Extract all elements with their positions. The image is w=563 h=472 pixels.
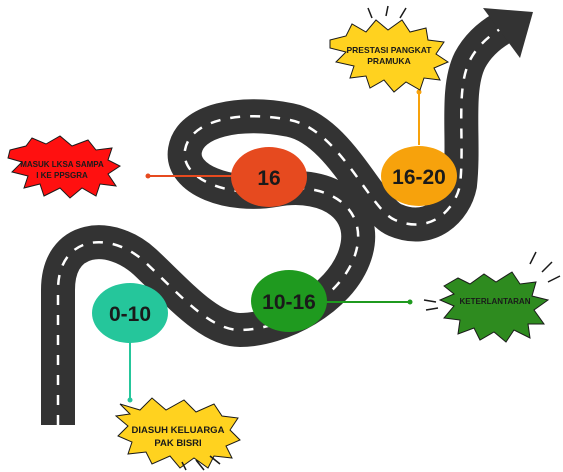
callouts: DIASUH KELUARGA PAK BISRI KETERLANTARAN	[7, 5, 561, 471]
milestone-10-16: 10-16	[251, 270, 327, 332]
callout-keterlantaran-burst	[438, 271, 550, 343]
milestone-0-10: 0-10	[92, 283, 168, 343]
callout-masuk-line1: MASUK LKSA SAMPA	[20, 160, 104, 169]
milestone-16-20-circle	[381, 146, 457, 206]
milestone-16-circle	[231, 147, 307, 207]
callout-prestasi-spikes	[367, 5, 407, 19]
milestone-0-10-circle	[92, 283, 168, 343]
milestone-16: 16	[231, 147, 307, 207]
milestone-16-20: 16-20	[381, 146, 457, 206]
callout-prestasi-line1: PRESTASI PANGKAT	[346, 45, 432, 55]
road-arrow-head	[483, 8, 533, 58]
callout-diasuh-spikes	[181, 455, 221, 471]
callout-diasuh-line1: DIASUH KELUARGA	[132, 425, 225, 436]
milestone-10-16-label: 10-16	[262, 291, 316, 314]
callout-keterlantaran-spikes	[423, 251, 561, 311]
callout-diasuh-burst	[114, 397, 241, 469]
callout-masuk: MASUK LKSA SAMPA I KE PPSGRA	[7, 135, 121, 199]
callout-prestasi-burst	[329, 19, 450, 93]
callout-masuk-burst	[7, 135, 121, 199]
callout-diasuh-line2: PAK BISRI	[154, 438, 201, 449]
callout-prestasi: PRESTASI PANGKAT PRAMUKA	[329, 5, 450, 93]
connector-10-16-dot	[407, 299, 413, 305]
connectors	[127, 89, 422, 403]
milestones: 0-10 10-16 16 16-20	[92, 146, 457, 343]
connector-16-20-dot	[416, 89, 422, 95]
road-surface	[41, 13, 511, 425]
milestone-16-20-label: 16-20	[392, 166, 446, 189]
connector-16-dot	[145, 173, 151, 179]
milestone-0-10-label: 0-10	[109, 303, 151, 326]
callout-keterlantaran-line1: KETERLANTARAN	[460, 297, 531, 306]
milestone-16-label: 16	[257, 167, 280, 190]
callout-keterlantaran: KETERLANTARAN	[423, 251, 561, 343]
winding-road	[41, 8, 533, 425]
callout-prestasi-line2: PRAMUKA	[367, 56, 410, 66]
road-center-dashes	[56, 26, 503, 425]
callout-diasuh: DIASUH KELUARGA PAK BISRI	[114, 397, 241, 471]
milestone-10-16-circle	[251, 270, 327, 332]
callout-masuk-line2: I KE PPSGRA	[36, 171, 88, 180]
connector-0-10-dot	[127, 397, 133, 403]
